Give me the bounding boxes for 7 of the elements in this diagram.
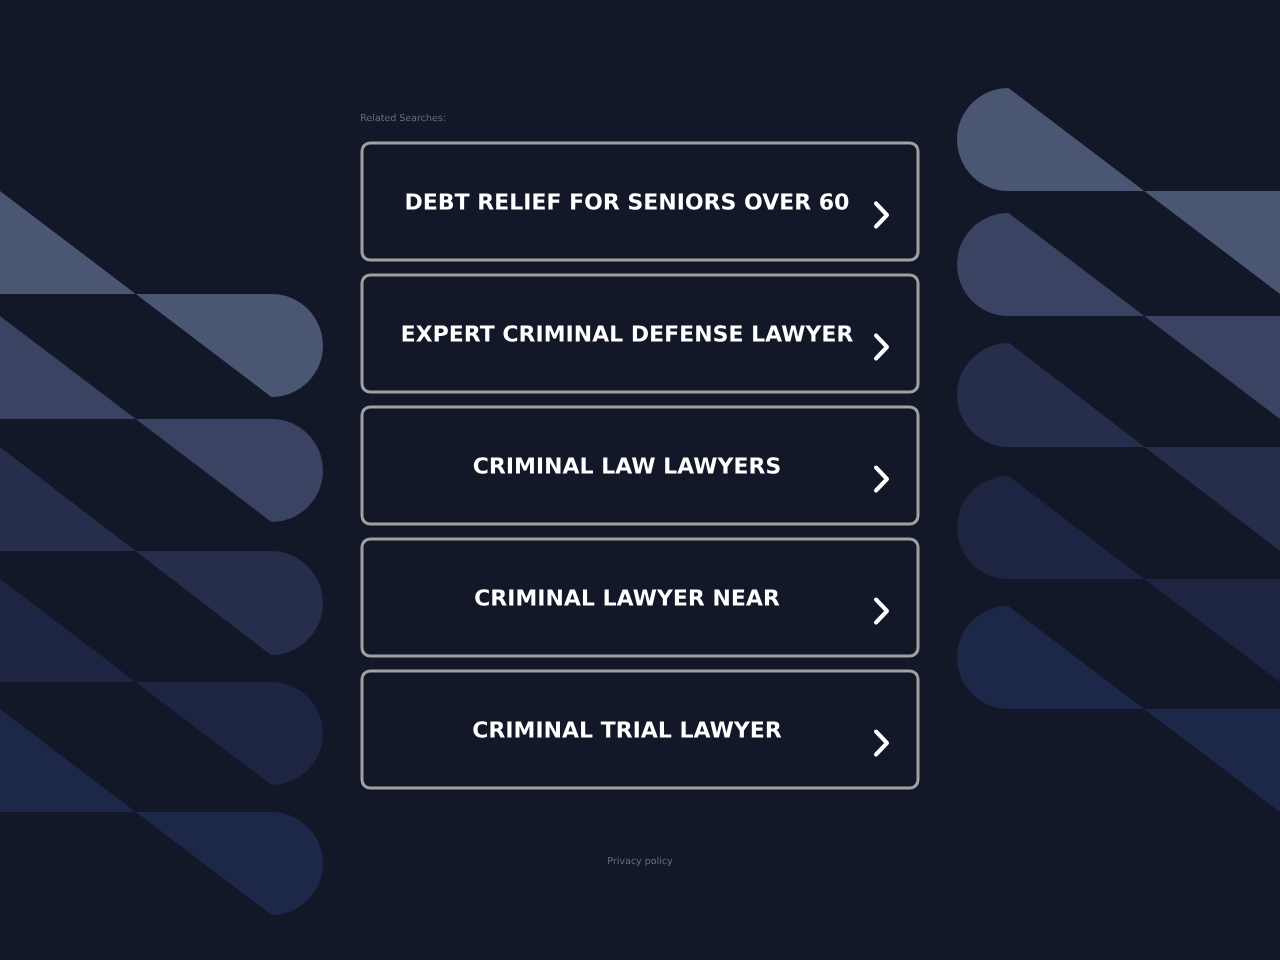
search-result-button: EXPERT CRIMINAL DEFENSE LAWYER <box>360 273 920 394</box>
search-result-button: CRIMINAL LAW LAWYERS <box>360 405 920 526</box>
footer-link: Privacy policy <box>608 856 673 866</box>
search-result-button: CRIMINAL LAWYER NEAR <box>360 537 920 658</box>
search-result-button: CRIMINAL TRIAL LAWYER <box>360 669 920 790</box>
section-heading: Related Searches: <box>361 113 445 122</box>
search-result-button: DEBT RELIEF FOR SENIORS OVER 60 <box>360 141 920 262</box>
